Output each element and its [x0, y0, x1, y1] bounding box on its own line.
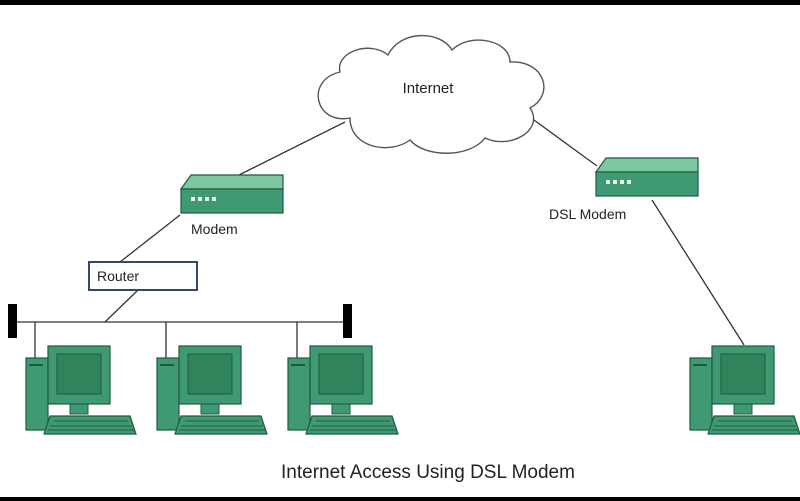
- router-box: [88, 261, 198, 291]
- dsl-modem-label: DSL Modem: [549, 206, 626, 222]
- router-label: Router: [97, 268, 139, 284]
- modem-label: Modem: [191, 221, 238, 237]
- diagram-caption: Internet Access Using DSL Modem: [281, 462, 575, 483]
- internet-label: Internet: [403, 80, 455, 97]
- connection-lines: [12, 111, 745, 358]
- bus-terminator-right: [343, 304, 352, 338]
- modem-icon: [180, 174, 284, 214]
- dsl-modem-icon: [595, 157, 699, 197]
- internet-cloud-icon: [317, 34, 545, 154]
- bus-terminator-left: [8, 304, 17, 338]
